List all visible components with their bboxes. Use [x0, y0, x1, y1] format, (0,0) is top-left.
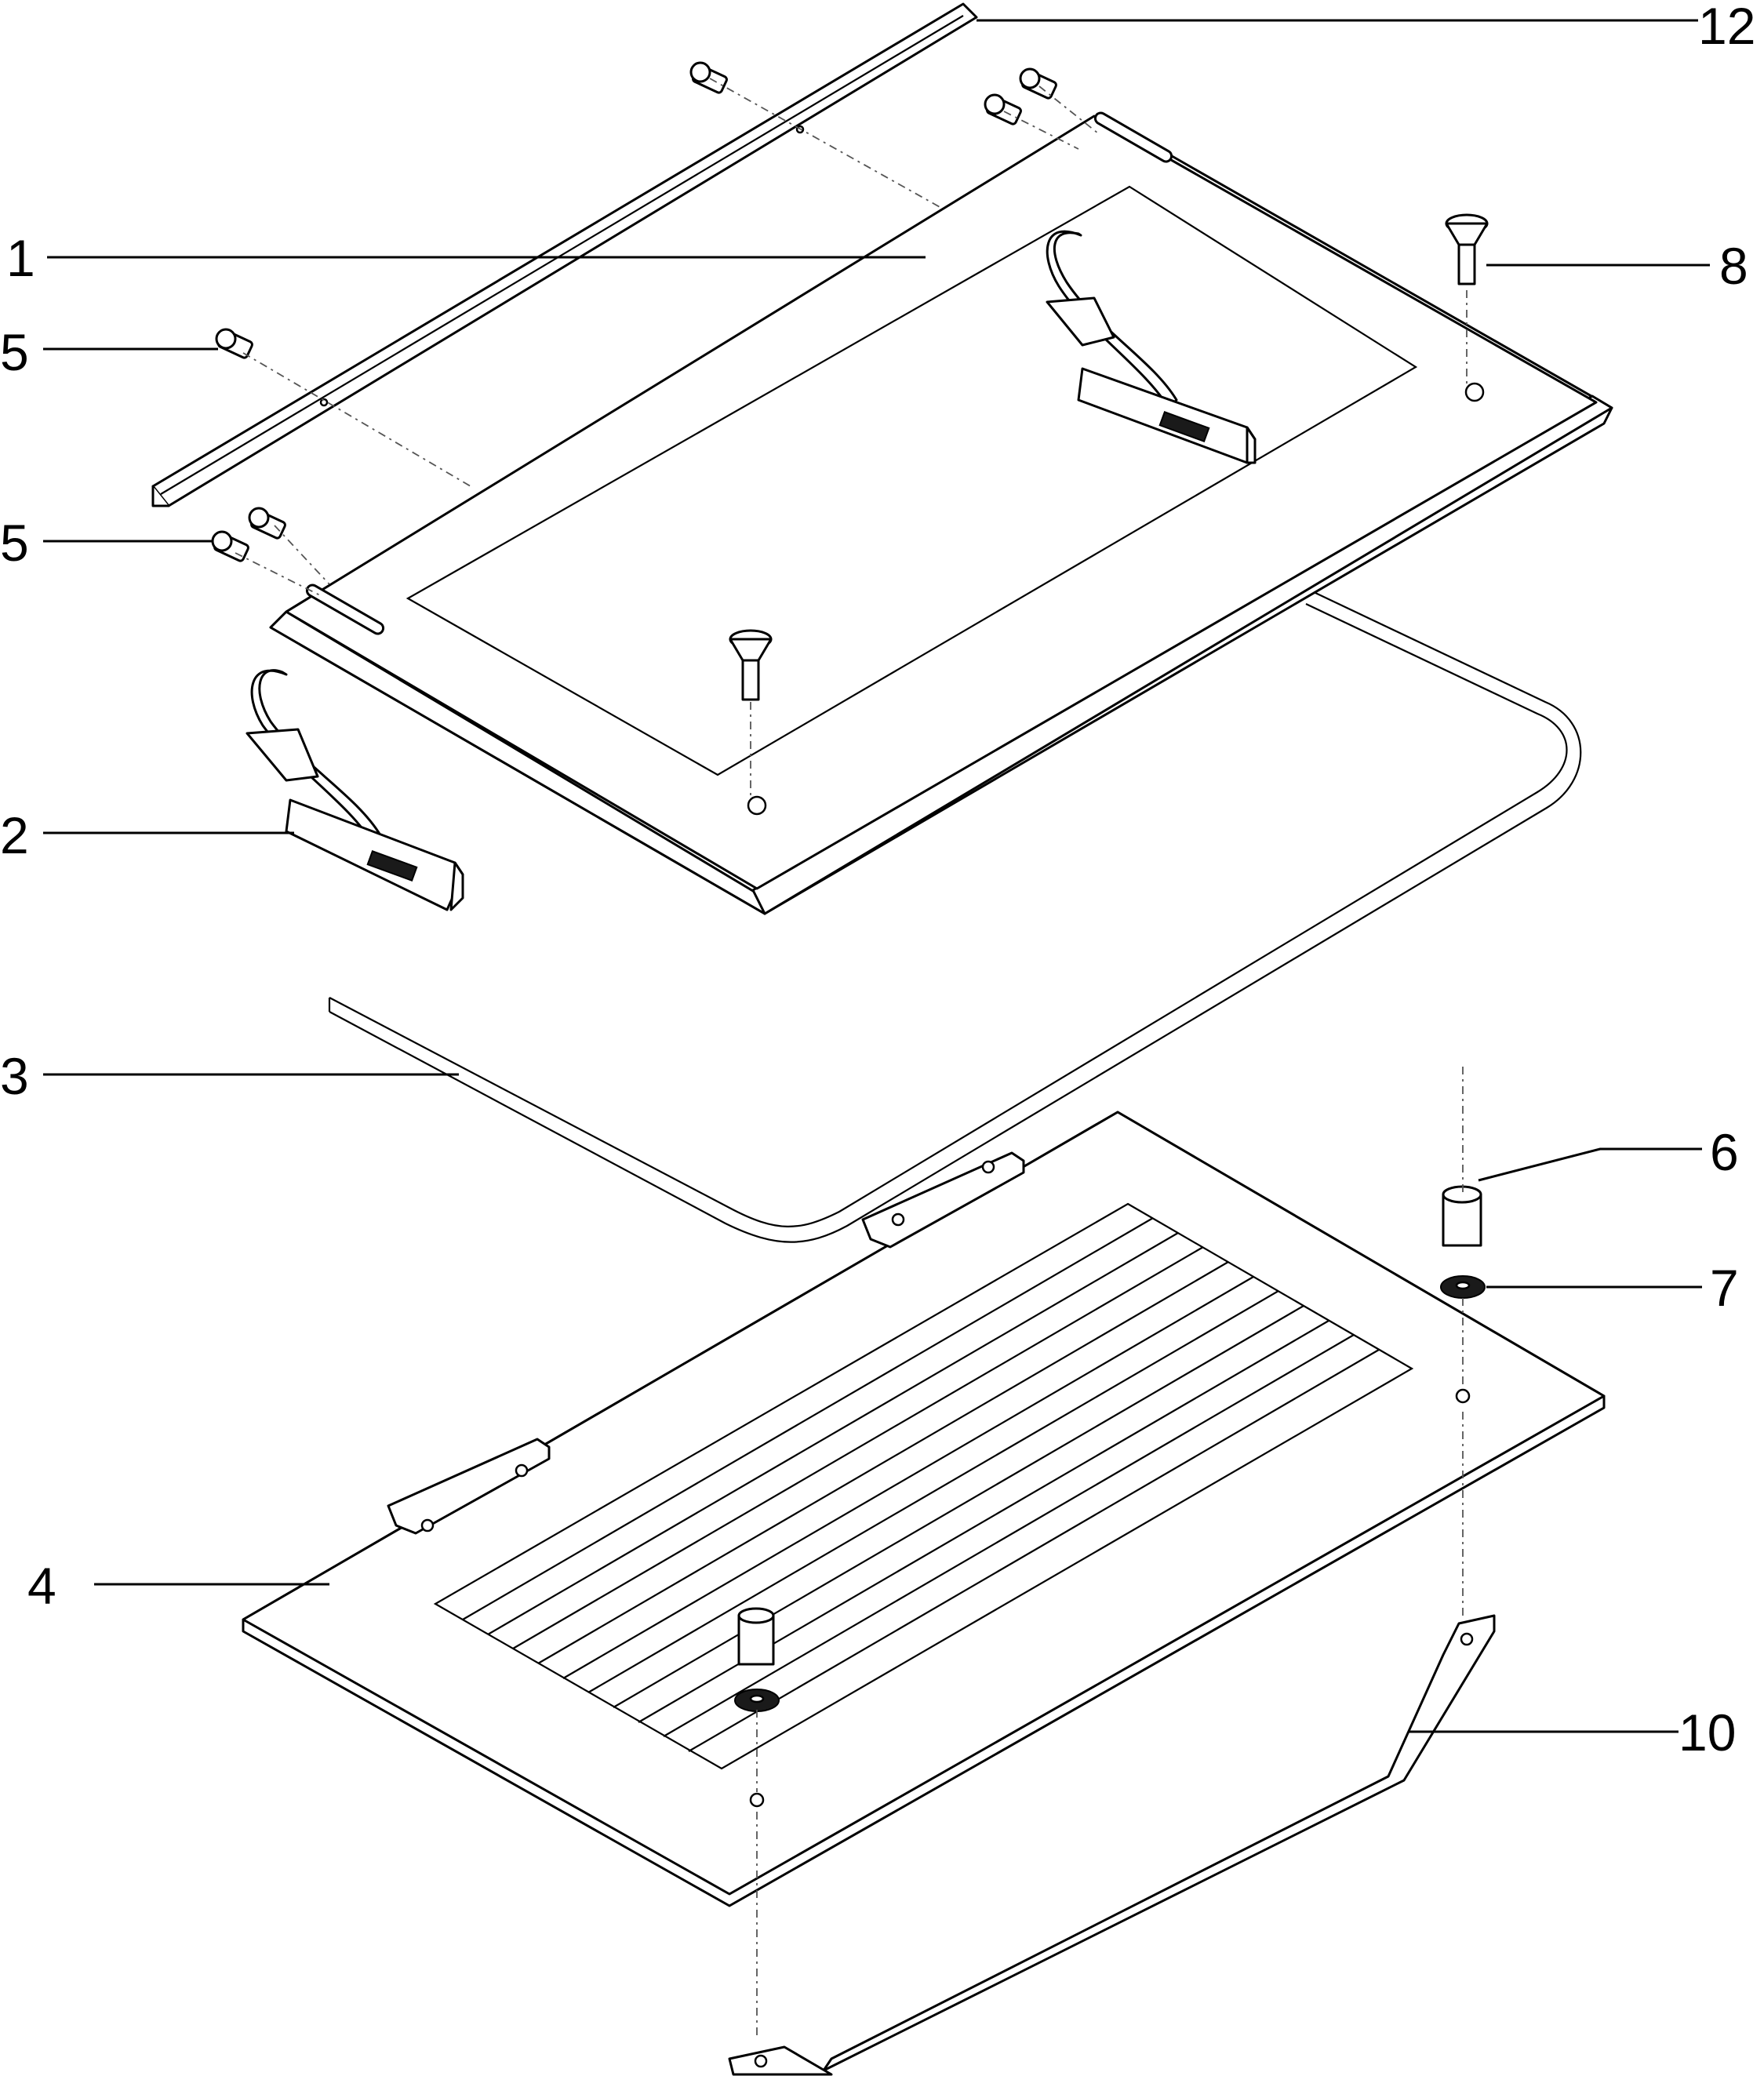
part-6-spacer — [1442, 1185, 1482, 1247]
part-8-screw — [1445, 213, 1489, 285]
screw-small-d — [1019, 67, 1057, 100]
callout-10: 10 — [1679, 1703, 1736, 1762]
callout-6: 6 — [1710, 1123, 1739, 1181]
screw-small-a — [248, 507, 286, 540]
part-7-washer — [1440, 1275, 1486, 1299]
part-1-top-panel — [269, 111, 1613, 915]
screw-small-b — [689, 61, 728, 94]
callout-3: 3 — [0, 1047, 29, 1105]
part-3-gasket — [328, 591, 1582, 1243]
part-12-rail — [151, 2, 978, 507]
callout-2: 2 — [0, 806, 29, 864]
callout-5-lower: 5 — [0, 514, 29, 572]
part-2-latch-teeth — [366, 850, 418, 882]
callout-8: 8 — [1719, 237, 1748, 295]
screw-small-c — [984, 93, 1022, 125]
callout-12: 12 — [1698, 0, 1755, 55]
callout-5-upper: 5 — [0, 323, 29, 381]
part-10-bottom-bracket — [728, 1614, 1496, 2076]
callout-4: 4 — [27, 1557, 56, 1615]
screw-center — [729, 629, 773, 701]
latch-upper-teeth — [1158, 411, 1210, 442]
spacer-lower — [734, 1607, 780, 1712]
centerlines — [235, 78, 1468, 2039]
callout-7: 7 — [1710, 1259, 1739, 1317]
part-5-screw-upper — [215, 328, 253, 359]
latch-upper — [1046, 230, 1257, 464]
leader-lines — [43, 19, 1710, 1733]
part-5-screw-lower — [211, 530, 249, 562]
part-2-latch — [246, 669, 464, 911]
part-4-bottom-panel — [242, 1111, 1606, 1907]
callout-1: 1 — [6, 229, 35, 287]
